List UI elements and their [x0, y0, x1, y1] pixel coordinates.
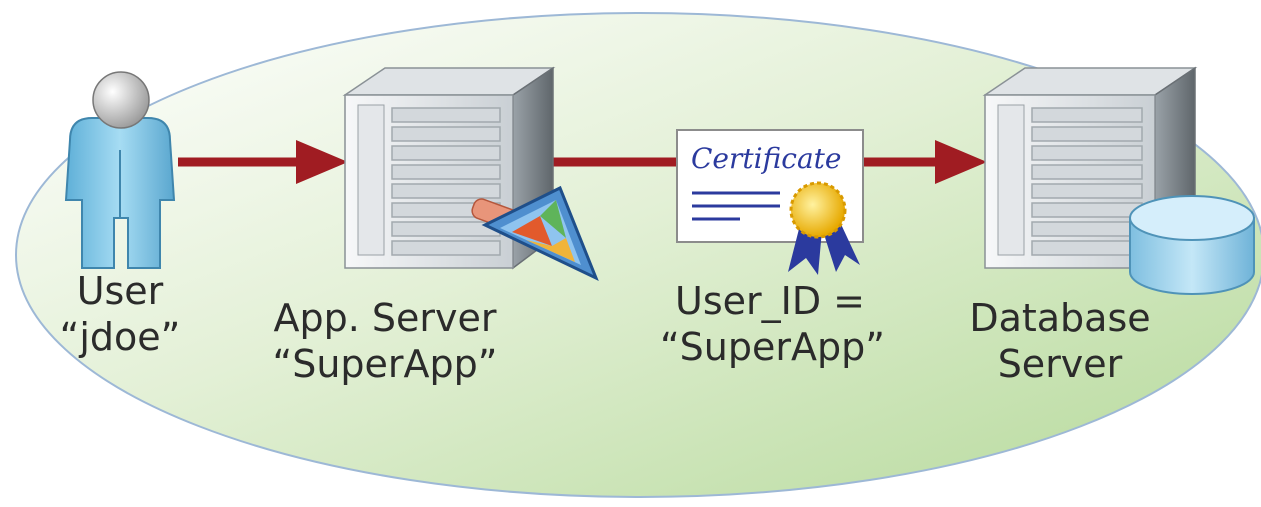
credential-label: User_ID = “SuperApp”: [660, 278, 885, 370]
user-label: User “jdoe”: [40, 268, 200, 360]
trust-zone-ellipse: [15, 12, 1261, 498]
database-cylinder-icon: [1129, 195, 1255, 295]
app-server-label-line2: “SuperApp”: [272, 342, 498, 386]
application-badge-icon: [471, 185, 599, 282]
certificate-script-text: Certificate: [691, 142, 841, 175]
database-server-label-line2: Server: [997, 342, 1123, 386]
database-server-icon: [982, 66, 1198, 270]
user-icon: [64, 71, 176, 269]
arrow-user-to-app: [178, 140, 348, 184]
credential-label-line2: “SuperApp”: [660, 325, 885, 369]
user-label-line2: “jdoe”: [59, 315, 181, 359]
user-label-line1: User: [76, 269, 164, 313]
certificate-icon: Certificate: [676, 129, 864, 275]
app-server-label: App. Server “SuperApp”: [265, 295, 505, 387]
credential-label-line1: User_ID =: [675, 279, 865, 323]
database-server-label: Database Server: [960, 295, 1160, 387]
app-server-label-line1: App. Server: [273, 296, 497, 340]
database-server-label-line1: Database: [969, 296, 1151, 340]
